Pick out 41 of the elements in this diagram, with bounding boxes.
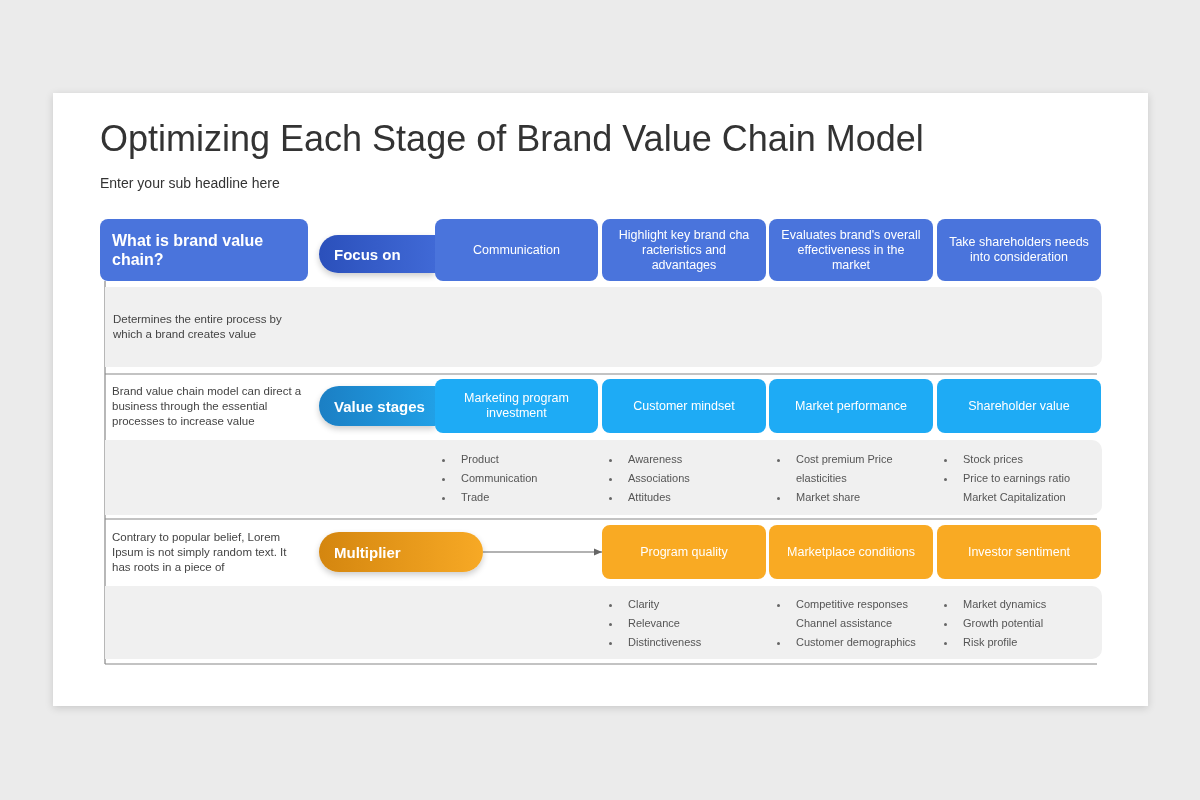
description-text: Brand value chain model can direct a business through the essential processes to increase value	[112, 384, 303, 429]
stage-box: Program quality	[602, 525, 766, 579]
list-item: Market dynamics	[963, 597, 1048, 612]
list-item: Price to earnings ratio	[963, 471, 1071, 486]
list-item: Distinctiveness	[628, 635, 703, 650]
list-item: Attitudes	[628, 490, 672, 505]
stage-box: Customer mindset	[602, 379, 766, 433]
list-item: Awareness	[628, 452, 684, 467]
heading-box: What is brand value chain?	[100, 219, 308, 281]
list-item: Market Capitalization	[963, 490, 1067, 505]
stage-box: Shareholder value	[937, 379, 1101, 433]
arrow	[482, 548, 603, 556]
category-pill: Focus on	[319, 235, 435, 273]
stage-box: Marketplace conditions	[769, 525, 933, 579]
stage-box: Take shareholders needs into consideration	[937, 219, 1101, 281]
list-item: Relevance	[628, 616, 681, 631]
list-item: Communication	[461, 471, 539, 486]
stage-box: Marketing program investment	[435, 379, 598, 433]
list-item: Stock prices	[963, 452, 1024, 467]
list-item: Trade	[461, 490, 491, 505]
list-item: Customer demographics	[796, 635, 917, 650]
stage-box: Communication	[435, 219, 598, 281]
stage-box: Highlight key brand cha racteristics and advantages	[602, 219, 766, 281]
stage-box: Evaluates brand's overall effectiveness in the market	[769, 219, 933, 281]
list-item: Channel assistance	[796, 616, 893, 631]
list-item: Cost premium Price elasticities	[796, 452, 894, 486]
stage-box: Investor sentiment	[937, 525, 1101, 579]
subtitle: Enter your sub headline here	[100, 174, 281, 193]
list-item: Competitive responses	[796, 597, 909, 612]
slide-title: Optimizing Each Stage of Brand Value Chain Model	[100, 118, 925, 160]
description-panel: Determines the entire process by which a brand creates value	[105, 287, 1102, 367]
list-item: Market share	[796, 490, 862, 505]
category-pill: Multiplier	[319, 532, 483, 572]
list-item: Associations	[628, 471, 691, 486]
category-pill: Value stages	[319, 386, 435, 426]
list-item: Product	[461, 452, 500, 467]
list-item: Risk profile	[963, 635, 1019, 650]
description-text: Contrary to popular belief, Lorem Ipsum is not simply random text. It has roots in a piece of	[112, 530, 288, 575]
list-item: Clarity	[628, 597, 661, 612]
stage-box: Market performance	[769, 379, 933, 433]
list-item: Growth potential	[963, 616, 1045, 631]
